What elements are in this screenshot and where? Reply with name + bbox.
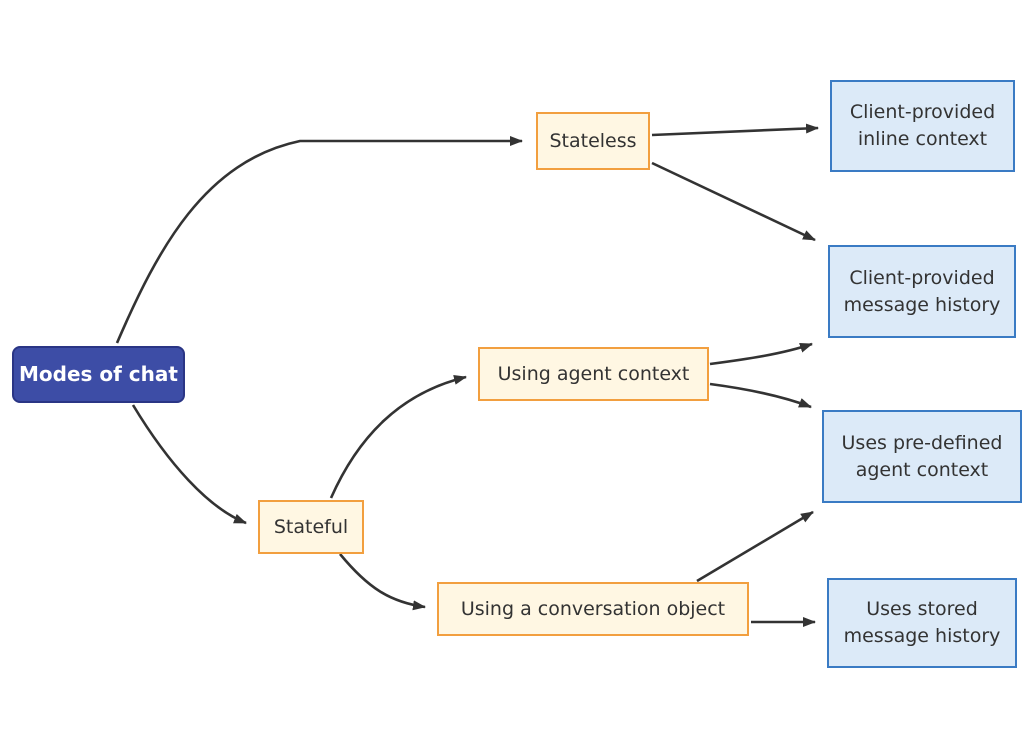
- edge-agent-context-to-message-history: [709, 342, 813, 366]
- node-modes-of-chat: Modes of chat: [12, 346, 185, 403]
- node-client-provided-inline-context: Client-provided inline context: [830, 80, 1015, 172]
- node-stateless: Stateless: [536, 112, 650, 170]
- edge-stateless-to-inline-context: [651, 123, 819, 137]
- edge-agent-context-to-predefined-context: [709, 382, 812, 409]
- node-uses-predefined-agent-context-line1: Uses pre-defined: [841, 431, 1003, 454]
- node-client-provided-message-history-line1: Client-provided: [849, 266, 995, 289]
- node-uses-stored-message-history: Uses stored message history: [827, 578, 1017, 668]
- node-stateless-label: Stateless: [549, 129, 637, 152]
- node-using-a-conversation-object: Using a conversation object: [437, 582, 749, 636]
- edge-modes-to-stateful: [131, 404, 247, 525]
- edge-stateless-to-message-history: [651, 161, 816, 242]
- node-client-provided-inline-context-line2: inline context: [857, 128, 988, 150]
- node-modes-of-chat-label: Modes of chat: [19, 362, 178, 386]
- edge-modes-to-stateless: [115, 136, 523, 344]
- edge-conversation-object-to-predefined-context: [696, 510, 814, 583]
- node-uses-predefined-agent-context-line2: agent context: [855, 458, 989, 481]
- node-using-agent-context: Using agent context: [478, 347, 709, 401]
- node-using-a-conversation-object-label: Using a conversation object: [460, 597, 726, 620]
- node-uses-predefined-agent-context: Uses pre-defined agent context: [822, 410, 1022, 503]
- node-client-provided-inline-context-line1: Client-provided: [849, 101, 996, 123]
- edge-stateful-to-conversation-object: [338, 553, 426, 611]
- node-client-provided-message-history: Client-provided message history: [828, 245, 1016, 338]
- node-stateful: Stateful: [258, 500, 364, 554]
- node-using-agent-context-label: Using agent context: [497, 362, 690, 385]
- node-uses-stored-message-history-line2: message history: [843, 625, 1001, 647]
- edge-stateful-to-agent-context: [329, 374, 467, 499]
- node-uses-stored-message-history-line1: Uses stored: [866, 598, 978, 620]
- node-stateful-label: Stateful: [273, 515, 349, 538]
- node-client-provided-message-history-line2: message history: [843, 293, 1001, 316]
